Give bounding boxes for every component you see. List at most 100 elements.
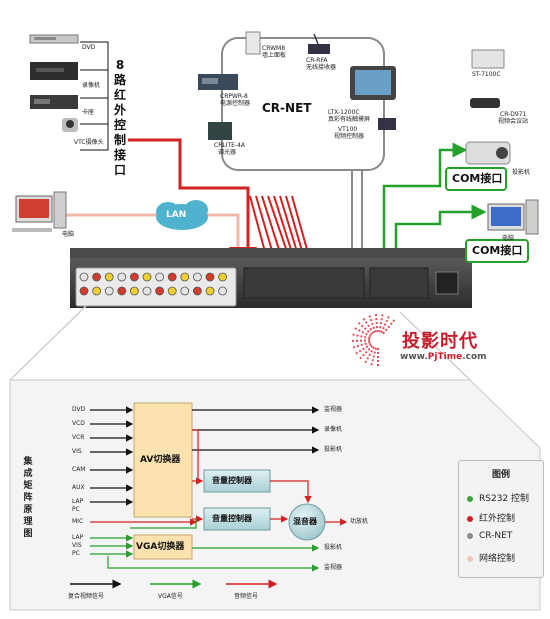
com-label-1: COM接口: [452, 172, 503, 185]
lan-cloud: [156, 200, 208, 230]
com-label-2: COM接口: [472, 244, 523, 257]
brand-logo: [351, 314, 396, 366]
volume-controller-2-label: 音量控制器: [212, 514, 252, 523]
logo-ray: [359, 345, 374, 360]
com-box-2: [465, 239, 529, 263]
st7100c-device: [471, 49, 505, 69]
crrfa-model: CR-RFA: [306, 57, 328, 64]
logo-ray: [352, 341, 371, 349]
legend-item-ir: 红外控制: [467, 511, 515, 524]
logo-ray: [357, 321, 373, 336]
volume-controller-1-label: 音量控制器: [212, 476, 252, 485]
input-label: PC: [72, 506, 80, 513]
tape-device: [30, 95, 78, 109]
vcr-label: 录像机: [82, 82, 101, 89]
av-output-arrows: [192, 406, 320, 454]
logo-ray: [352, 333, 371, 340]
lan-line: [62, 213, 238, 262]
schematic-link: [9, 305, 471, 381]
vt-char: 矩: [23, 481, 33, 491]
vcr-device: [30, 62, 78, 80]
crrfa-desc: 无线接收器: [306, 64, 337, 71]
pc2-label: 电脑: [502, 235, 515, 242]
output-label: 投影机: [324, 544, 343, 551]
logo-ray: [368, 315, 377, 333]
projector-label: 投影机: [512, 169, 531, 176]
st7100c-label: ST-7100C: [472, 71, 501, 78]
rack-jack: [104, 272, 114, 282]
logo-ray: [354, 327, 372, 338]
crpwr8-model: CRPWR-8: [220, 93, 248, 100]
schematic-title: 集成矩阵原理图: [22, 456, 34, 540]
crd971-model: CR-D971: [500, 111, 527, 118]
rack-jack: [104, 286, 114, 296]
com-box-1: [445, 167, 507, 191]
rack-jack: [79, 286, 89, 296]
logo-ray: [351, 339, 371, 343]
ir-v-char: 控: [113, 118, 126, 132]
input-label: LAP: [72, 498, 84, 505]
brand-name: 投影时代: [402, 331, 478, 352]
pc-left: [12, 191, 67, 232]
vt-char: 原: [23, 505, 33, 515]
rack-jack: [218, 286, 228, 296]
signal-legend-composite: 复合视频信号: [68, 593, 105, 600]
dvd-label: DVD: [82, 44, 96, 51]
rack-jack: [155, 272, 165, 282]
lan-label: LAN: [166, 210, 187, 220]
rack-jack: [180, 272, 190, 282]
rack-jack: [92, 286, 101, 296]
output-label: 监视器: [324, 564, 343, 571]
vga-paths: [107, 519, 320, 572]
vt-char: 图: [23, 529, 33, 539]
ir-dot-icon: [467, 515, 473, 522]
crlite4a-device: [208, 122, 232, 140]
rs232-line-2: [394, 204, 487, 276]
crlite4a-desc: 调光器: [218, 149, 237, 156]
rack-jack: [117, 286, 127, 296]
vtc-label: VTC摄像头: [74, 139, 104, 146]
input-label: LAP: [72, 534, 84, 541]
input-label: VIS: [72, 448, 82, 455]
input-arrows: [90, 406, 320, 558]
tape-label: 卡座: [82, 109, 95, 116]
signal-legend-audio: 音频信号: [234, 593, 259, 600]
output-label: 监视器: [324, 406, 343, 413]
vt-char: 阵: [23, 493, 33, 503]
rack-jack: [192, 286, 202, 296]
rack-jack: [92, 272, 101, 282]
logo-ray: [382, 319, 396, 335]
logo-ray: [355, 343, 372, 355]
brand-url: www.PjTime.com: [400, 352, 487, 362]
ir-v-char: 接: [113, 148, 126, 162]
logo-ray: [370, 347, 377, 366]
av-switcher-box: [133, 402, 193, 518]
legend-item-rs232: RS232 控制: [467, 491, 529, 504]
ir-v-char: 红: [113, 88, 126, 102]
ir-v-char: 8: [115, 58, 125, 72]
signal-legend-vga: VGA信号: [158, 593, 183, 600]
ir-v-char: 制: [113, 133, 126, 147]
input-label: AUX: [72, 484, 85, 491]
vt100-model: VT100: [338, 126, 358, 133]
pc-label: 电脑: [62, 231, 75, 238]
crnet-dot-icon: [467, 532, 473, 539]
vga-switcher-label: VGA切换器: [136, 542, 185, 552]
input-label: DVD: [72, 406, 86, 413]
ir-v-char: 路: [113, 73, 126, 87]
vt-char: 理: [23, 517, 33, 527]
rack-jack: [180, 286, 190, 296]
matrix-rack: [70, 248, 472, 308]
pc-right: [487, 199, 539, 235]
input-label: PC: [72, 550, 80, 557]
ltx-desc: 真彩有线触摸屏: [328, 116, 371, 123]
crlite4a-model: CRLITE-4A: [214, 142, 246, 149]
ltx-model: LTX-1200C: [328, 109, 360, 116]
input-label: CAM: [72, 466, 86, 473]
rack-jack: [129, 272, 139, 282]
crd971-desc: 视频会议站: [498, 118, 529, 125]
rack-jack: [142, 286, 152, 296]
legend-item-network: 网络控制: [467, 551, 515, 564]
